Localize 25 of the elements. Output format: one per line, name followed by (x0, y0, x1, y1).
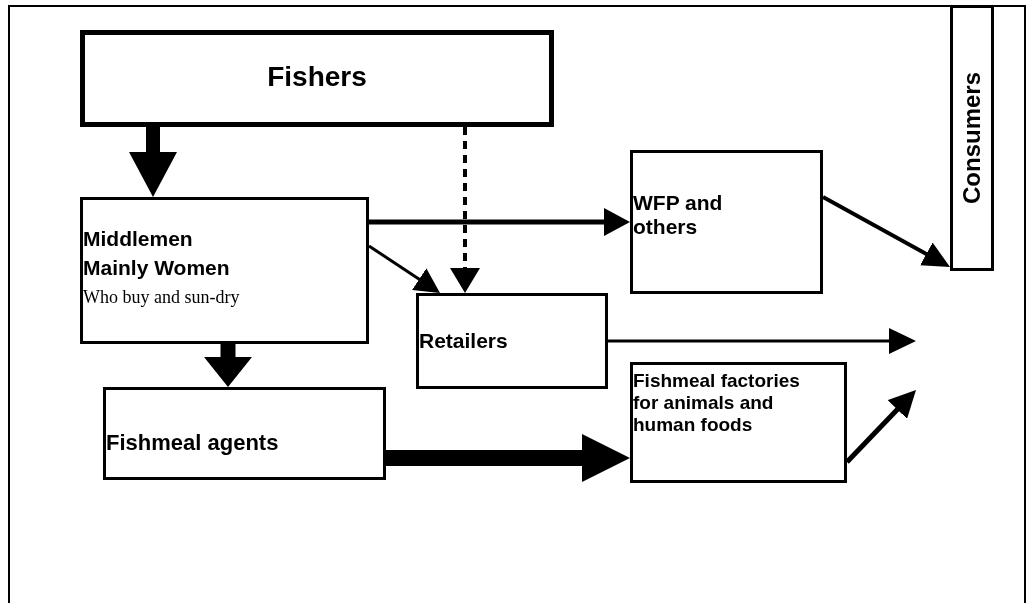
arrow (450, 127, 480, 293)
node-label: WFP and others (633, 191, 724, 240)
process-box (416, 293, 608, 389)
arrow (608, 328, 916, 354)
process-box (630, 150, 823, 294)
arrow (845, 390, 916, 464)
node-label: Retailers (419, 329, 509, 354)
arrow (822, 195, 950, 267)
arrow (368, 244, 440, 293)
process-box (80, 197, 369, 344)
node-label: Consumers (958, 72, 986, 204)
process-box (80, 30, 554, 127)
node-label: Mainly Women (83, 256, 231, 281)
process-box (630, 362, 847, 483)
node-label: Who buy and sun-dry (83, 287, 241, 308)
arrow (204, 344, 252, 387)
node-label: Fishers (266, 61, 368, 94)
node-label: Middlemen (83, 227, 194, 252)
process-box (950, 5, 994, 271)
node-label: Fishmeal factories for animals and human foods (633, 370, 801, 436)
arrow (369, 208, 630, 236)
node-label: Fishmeal agents (106, 430, 280, 456)
process-box (103, 387, 386, 480)
arrow (386, 434, 630, 482)
arrow (129, 127, 177, 197)
